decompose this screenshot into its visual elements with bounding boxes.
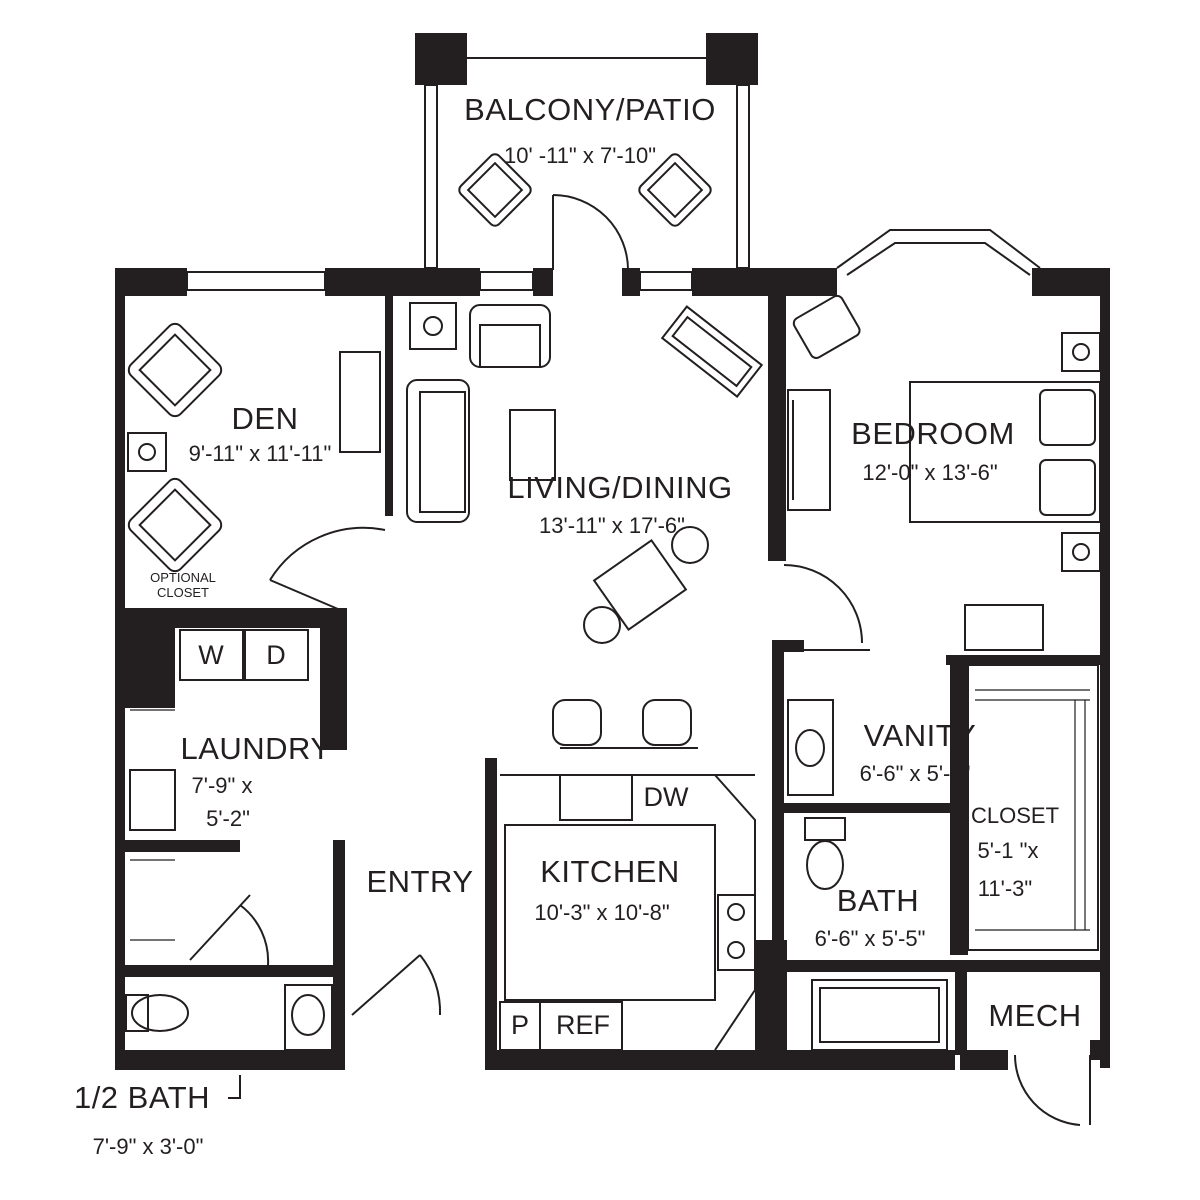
den-label: DEN xyxy=(231,401,299,436)
vanity-label: VANITY xyxy=(863,718,977,753)
dishwasher-label: DW xyxy=(643,782,689,812)
bath-label: BATH xyxy=(836,883,920,918)
bedroom-dims: 12'-0" x 13'-6" xyxy=(862,460,998,485)
pantry-label: P xyxy=(510,1010,530,1040)
laundry-dims-line1: 7'-9" x xyxy=(191,773,253,798)
bath-dims: 6'-6" x 5'-5" xyxy=(814,926,926,951)
half-bath-dims: 7'-9" x 3'-0" xyxy=(92,1134,204,1159)
kitchen-dims: 10'-3" x 10'-8" xyxy=(534,900,670,925)
washer-label: W xyxy=(198,640,224,670)
den-closet-note-line2: CLOSET xyxy=(156,585,209,600)
balcony-label: BALCONY/PATIO xyxy=(464,92,716,127)
closet-label: CLOSET xyxy=(970,803,1060,828)
balcony-dims: 10' -11" x 7'-10" xyxy=(503,143,657,168)
dryer-label: D xyxy=(266,640,286,670)
refrigerator-label: REF xyxy=(556,1010,610,1040)
half-bath-label: 1/2 BATH xyxy=(73,1080,211,1115)
den-dims: 9'-11" x 11'-11" xyxy=(188,441,332,466)
living-dining-label: LIVING/DINING xyxy=(507,470,733,505)
vanity-dims: 6'-6" x 5'-5" xyxy=(859,761,971,786)
entry-label: ENTRY xyxy=(366,864,474,899)
walls xyxy=(115,33,1110,1070)
closet-dims-line1: 5'-1 "x xyxy=(977,838,1039,863)
mech-label: MECH xyxy=(988,998,1082,1033)
kitchen-label: KITCHEN xyxy=(540,854,680,889)
closet-dims-line2: 11'-3" xyxy=(977,876,1033,901)
laundry-label: LAUNDRY xyxy=(180,731,332,766)
fixtures xyxy=(125,57,1101,1126)
den-closet-note-line1: OPTIONAL xyxy=(150,570,216,585)
bedroom-label: BEDROOM xyxy=(851,416,1015,451)
laundry-dims-line2: 5'-2" xyxy=(206,806,250,831)
den-closet-note: OPTIONAL CLOSET xyxy=(150,570,216,600)
living-dining-dims: 13'-11" x 17'-6" xyxy=(539,513,685,538)
